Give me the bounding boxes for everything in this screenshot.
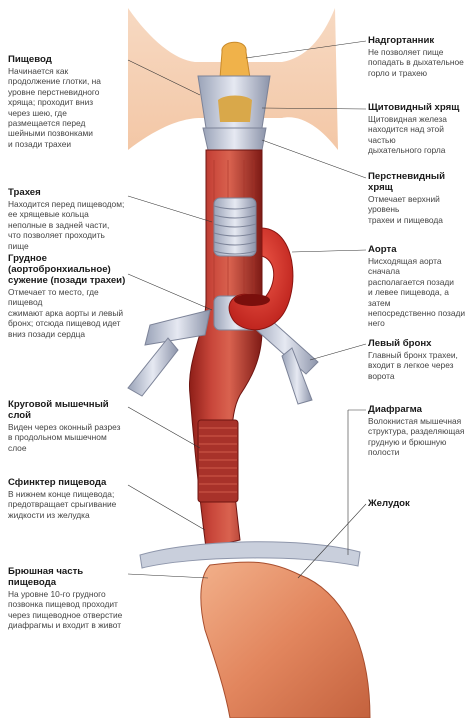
label-stomach: Желудок — [368, 498, 472, 509]
muscle-window — [197, 419, 239, 503]
label-epiglottis: Надгортанник Не позволяет пище попадать … — [368, 35, 472, 78]
label-diaphragm-desc: Волокнистая мышечная структура, разделяю… — [368, 416, 465, 458]
label-muscle-title: Круговой мышечный слой — [8, 399, 109, 421]
bronchi — [127, 295, 319, 405]
label-narrowing-title: Грудное (аортобронхиальное) сужение (поз… — [8, 253, 126, 286]
label-cricoid-title: Перстневидный хрящ — [368, 171, 446, 193]
label-trachea-title: Трахея — [8, 187, 41, 198]
label-muscle: Круговой мышечный слой Виден через оконн… — [8, 399, 126, 453]
label-sphincter-title: Сфинктер пищевода — [8, 477, 107, 488]
label-abdominal: Брюшная часть пищевода На уровне 10-го г… — [8, 566, 126, 631]
label-sphincter-desc: В нижнем конце пищевода; предотвращает с… — [8, 489, 117, 520]
label-epiglottis-title: Надгортанник — [368, 35, 435, 46]
cricoid-cartilage-shape — [202, 127, 267, 151]
label-narrowing-desc: Отмечает то место, где пищевод сжимают а… — [8, 287, 124, 339]
label-bronchus-title: Левый бронх — [368, 338, 432, 349]
label-cricoid-desc: Отмечает верхний уровень трахеи и пищево… — [368, 194, 443, 225]
label-bronchus-desc: Главный бронх трахеи, входит в легкое че… — [368, 350, 458, 381]
label-epiglottis-desc: Не позволяет пище попадать в дыхательное… — [368, 47, 464, 78]
label-diaphragm-title: Диафрагма — [368, 404, 422, 415]
label-trachea-desc: Находится перед пищеводом; ее хрящевые к… — [8, 199, 125, 251]
label-thyroid: Щитовидный хрящ Щитовидная железа находи… — [368, 102, 472, 156]
label-muscle-desc: Виден через оконный разрез в продольном … — [8, 422, 121, 453]
label-aorta-desc: Нисходящая аорта сначала располагается п… — [368, 256, 466, 329]
stomach-shape — [200, 561, 371, 718]
label-cricoid: Перстневидный хрящ Отмечает верхний уров… — [368, 171, 472, 225]
leader-lines — [127, 40, 367, 579]
label-abdominal-title: Брюшная часть пищевода — [8, 566, 84, 588]
label-thyroid-title: Щитовидный хрящ — [368, 102, 460, 113]
label-abdominal-desc: На уровне 10-го грудного позвонка пищево… — [8, 589, 123, 631]
label-thyroid-desc: Щитовидная железа находится над этой час… — [368, 114, 447, 156]
label-esophagus-title: Пищевод — [8, 54, 52, 65]
trachea-rings — [213, 197, 257, 257]
label-aorta-title: Аорта — [368, 244, 397, 255]
label-trachea: Трахея Находится перед пищеводом; ее хря… — [8, 187, 126, 251]
label-esophagus: Пищевод Начинается как продолжение глотк… — [8, 54, 126, 149]
label-sphincter: Сфинктер пищевода В нижнем конце пищевод… — [8, 477, 126, 520]
label-stomach-title: Желудок — [368, 498, 410, 509]
label-diaphragm: Диафрагма Волокнистая мышечная структура… — [368, 404, 472, 458]
label-aorta: Аорта Нисходящая аорта сначала располага… — [368, 244, 472, 329]
label-bronchus: Левый бронх Главный бронх трахеи, входит… — [368, 338, 472, 381]
diaphragm-shape — [139, 541, 361, 569]
label-narrowing: Грудное (аортобронхиальное) сужение (поз… — [8, 253, 126, 339]
label-esophagus-desc: Начинается как продолжение глотки, на ур… — [8, 66, 101, 149]
